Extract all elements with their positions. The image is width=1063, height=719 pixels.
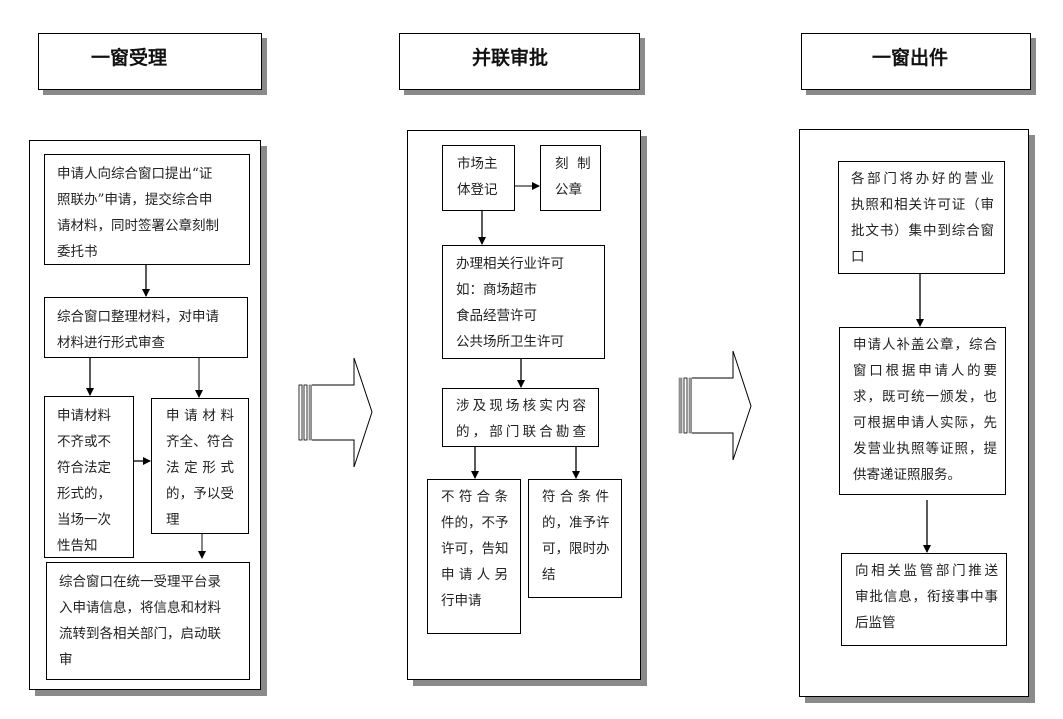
- text-line: 后监管: [855, 615, 896, 631]
- text-line: 审批信息，衔接事中事: [855, 589, 998, 605]
- text-line: 公共场所卫生许可: [456, 334, 564, 350]
- text-line: 申请人补盖公章，综合: [853, 337, 997, 353]
- step-joint-inspection: 涉及现场核实内容 的，部门联合勘查: [442, 388, 599, 447]
- text-line: 的，予以受: [166, 486, 234, 502]
- text-line: 申请人向综合窗口提出“证: [57, 166, 213, 182]
- step-materials-complete: 申请材料 齐全、符合 法定形式 的，予以受 理: [151, 398, 249, 534]
- text-line: 申请人另: [441, 567, 508, 583]
- step-industry-permits: 办理相关行业许可 如：商场超市 食品经营许可 公共场所卫生许可: [442, 245, 605, 359]
- stage-header-parallel-approval: 并联审批: [399, 33, 640, 90]
- text-line: 窗口根据申请人的要: [853, 363, 997, 379]
- text-line: 照联办”申请，提交综合申: [57, 192, 213, 208]
- text-line: 不齐或不: [57, 434, 111, 450]
- text-line: 刻 制: [555, 156, 591, 172]
- text-line: 发营业执照等证照，提: [853, 441, 997, 457]
- text-line: 委托书: [57, 244, 98, 260]
- text-line: 体登记: [457, 182, 498, 198]
- stage-title-issuance: 一窗出件: [872, 47, 949, 69]
- text-line: 入申请信息，将信息和材料: [59, 600, 221, 616]
- text-line: 行申请: [441, 593, 482, 609]
- text-line: 审: [59, 652, 73, 668]
- text-line: 齐全、符合: [166, 434, 234, 450]
- text-line: 求，既可统一颁发，也: [853, 389, 997, 405]
- text-line: 请材料，同时签署公章刻制: [57, 218, 219, 234]
- step-collect-licenses: 各部门将办好的营业 执照和相关许可证（审 批文书）集中到综合窗 口: [838, 161, 1005, 274]
- text-line: 符合条件: [542, 489, 609, 505]
- step-formal-review: 综合窗口整理材料，对申请 材料进行形式审查: [44, 297, 248, 358]
- text-line: 形式的，: [57, 486, 111, 502]
- text-line: 当场一次: [57, 512, 111, 528]
- text-line: 申请材料: [166, 408, 234, 424]
- step-permit-rejected: 不符合条 件的，不予 许可，告知 申请人另 行申请: [427, 479, 521, 634]
- stage-transition-arrow-2: [678, 350, 752, 461]
- text-line: 如：商场超市: [456, 282, 537, 298]
- text-line: 市场主: [457, 156, 498, 172]
- stage-title-parallel-approval: 并联审批: [472, 47, 549, 69]
- text-line: 符合法定: [57, 460, 111, 476]
- stage-transition-arrow-1: [298, 357, 373, 468]
- text-line: 的，部门联合勘查: [456, 424, 586, 440]
- step-issue-licenses: 申请人补盖公章，综合 窗口根据申请人的要 求，既可统一颁发，也 可根据申请人实际…: [839, 327, 1006, 495]
- stage-header-issuance: 一窗出件: [801, 33, 1031, 90]
- text-line: 件的，不予: [441, 515, 509, 531]
- text-line: 办理相关行业许可: [456, 256, 564, 272]
- text-line: 不符合条: [441, 489, 508, 505]
- text-line: 理: [166, 512, 180, 528]
- stage-title-acceptance: 一窗受理: [91, 47, 168, 69]
- text-line: 公章: [555, 182, 582, 198]
- text-line: 涉及现场核实内容: [456, 398, 586, 414]
- text-line: 各部门将办好的营业: [851, 171, 994, 187]
- step-permit-approved: 符合条件 的，准予许 可，限时办 结: [528, 479, 622, 598]
- text-line: 结: [542, 567, 556, 583]
- text-line: 供寄递证照服务。: [853, 467, 961, 483]
- step-entity-registration: 市场主 体登记: [442, 145, 515, 211]
- text-line: 申请材料: [57, 408, 111, 424]
- text-line: 综合窗口在统一受理平台录: [59, 574, 221, 590]
- text-line: 材料进行形式审查: [57, 335, 165, 351]
- text-line: 口: [851, 249, 865, 265]
- step-materials-incomplete: 申请材料 不齐或不 符合法定 形式的， 当场一次 性告知: [44, 396, 134, 558]
- step-submit-application: 申请人向综合窗口提出“证 照联办”申请，提交综合申 请材料，同时签署公章刻制 委…: [44, 154, 250, 265]
- text-line: 可，限时办: [542, 541, 610, 557]
- step-notify-supervision: 向相关监管部门推送 审批信息，衔接事中事 后监管: [841, 553, 1007, 646]
- text-line: 许可，告知: [441, 541, 509, 557]
- text-line: 食品经营许可: [456, 308, 537, 324]
- text-line: 执照和相关许可证（审: [851, 197, 994, 213]
- step-forward-to-departments: 综合窗口在统一受理平台录 入申请信息，将信息和材料 流转到各相关部门，启动联 审: [46, 562, 250, 680]
- step-seal-engraving: 刻 制 公章: [540, 145, 601, 211]
- text-line: 法定形式: [166, 460, 234, 476]
- text-line: 性告知: [57, 538, 98, 554]
- stage-header-acceptance: 一窗受理: [38, 33, 262, 90]
- text-line: 批文书）集中到综合窗: [851, 223, 994, 239]
- text-line: 的，准予许: [542, 515, 610, 531]
- text-line: 向相关监管部门推送: [855, 563, 998, 579]
- text-line: 流转到各相关部门，启动联: [59, 626, 221, 642]
- text-line: 综合窗口整理材料，对申请: [57, 309, 219, 325]
- text-line: 可根据申请人实际，先: [853, 415, 997, 431]
